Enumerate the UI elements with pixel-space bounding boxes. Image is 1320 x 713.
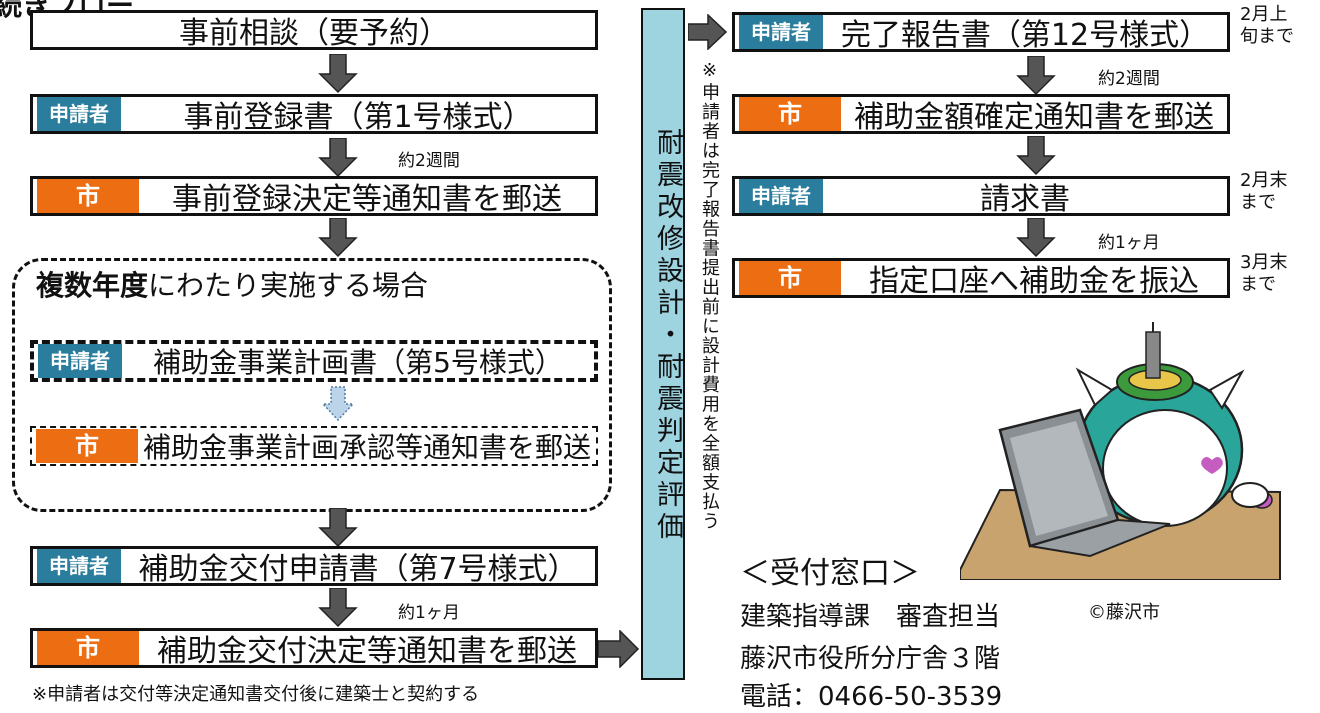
down-arrow-4 bbox=[318, 508, 358, 548]
right-arrow-top bbox=[688, 14, 728, 50]
city-tag: 市 bbox=[36, 429, 138, 463]
amount-notice-box: 市 補助金額確定通知書を郵送 bbox=[732, 94, 1230, 135]
pre-registration-box: 申請者 事前登録書（第1号様式） bbox=[30, 94, 598, 135]
consult-box: 事前相談（要予約） bbox=[30, 10, 598, 51]
plan-approval-box: 市 補助金事業計画承認等通知書を郵送 bbox=[30, 426, 598, 466]
contact-phone: 電話：0466-50-3539 bbox=[740, 682, 1003, 712]
city-tag: 市 bbox=[739, 97, 841, 131]
copyright-credit: ©藤沢市 bbox=[1088, 602, 1160, 623]
completion-report-box: 申請者 完了報告書（第12号様式） bbox=[732, 12, 1230, 53]
completion-report-label: 完了報告書（第12号様式） bbox=[840, 18, 1210, 53]
invoice-label: 請求書 bbox=[980, 182, 1070, 217]
payment-box: 市 指定口座へ補助金を振込 bbox=[732, 258, 1230, 299]
duration-note: 約1ヶ月 bbox=[1098, 233, 1160, 253]
deadline-note: 2月末まで bbox=[1240, 170, 1288, 213]
contact-department: 建築指導課 審査担当 bbox=[740, 602, 1001, 632]
mascot-illustration bbox=[960, 322, 1281, 580]
multi-year-heading: 複数年度にわたり実施する場合 bbox=[36, 264, 428, 304]
registration-notice-label: 事前登録決定等通知書を郵送 bbox=[172, 182, 562, 217]
applicant-tag: 申請者 bbox=[739, 15, 823, 49]
grant-application-box: 申請者 補助金交付申請書（第7号様式） bbox=[30, 546, 598, 587]
grant-application-label: 補助金交付申請書（第7号様式） bbox=[138, 552, 578, 587]
plan-label: 補助金事業計画書（第5号様式） bbox=[153, 346, 563, 379]
grant-decision-label: 補助金交付決定等通知書を郵送 bbox=[157, 634, 577, 669]
multi-year-strong: 複数年度 bbox=[36, 269, 149, 302]
applicant-tag: 申請者 bbox=[37, 97, 121, 131]
deadline-note: 2月上旬まで bbox=[1240, 4, 1294, 47]
design-evaluation-label: 耐震改修設計・耐震判定評価 bbox=[652, 128, 683, 544]
pre-registration-label: 事前登録書（第1号様式） bbox=[183, 100, 533, 135]
dotted-down-arrow bbox=[321, 386, 355, 422]
city-tag: 市 bbox=[739, 261, 841, 295]
down-arrow-r2 bbox=[1016, 136, 1056, 176]
down-arrow-1 bbox=[318, 54, 358, 94]
contract-footnote: ※申請者は交付等決定通知書交付後に建築士と契約する bbox=[32, 684, 480, 705]
applicant-tag: 申請者 bbox=[37, 549, 121, 583]
down-arrow-2 bbox=[318, 138, 358, 178]
applicant-tag: 申請者 bbox=[38, 344, 122, 378]
duration-note: 約1ヶ月 bbox=[398, 603, 460, 623]
down-arrow-5 bbox=[318, 588, 358, 628]
applicant-tag: 申請者 bbox=[739, 179, 823, 213]
down-arrow-3 bbox=[318, 218, 358, 258]
right-arrow-bottom bbox=[598, 630, 640, 668]
multi-year-rest: にわたり実施する場合 bbox=[148, 269, 429, 302]
plan-approval-label: 補助金事業計画承認等通知書を郵送 bbox=[142, 431, 591, 464]
city-tag: 市 bbox=[37, 179, 139, 213]
registration-notice-box: 市 事前登録決定等通知書を郵送 bbox=[30, 176, 598, 217]
down-arrow-r3 bbox=[1016, 218, 1056, 258]
city-tag: 市 bbox=[37, 631, 139, 665]
payment-side-note: ※申請者は完了報告書提出前に設計費用を全額支払う bbox=[699, 60, 720, 531]
multi-year-group bbox=[12, 258, 612, 512]
contact-title: ＜受付窓口＞ bbox=[740, 556, 920, 591]
duration-note: 約2週間 bbox=[1098, 69, 1160, 89]
payment-label: 指定口座へ補助金を振込 bbox=[869, 264, 1199, 299]
plan-box: 申請者 補助金事業計画書（第5号様式） bbox=[30, 340, 598, 382]
design-evaluation-bar bbox=[641, 8, 685, 680]
down-arrow-r1 bbox=[1016, 56, 1056, 96]
invoice-box: 申請者 請求書 bbox=[732, 176, 1230, 217]
duration-note: 約2週間 bbox=[398, 151, 460, 171]
consult-label: 事前相談（要予約） bbox=[179, 16, 449, 51]
amount-notice-label: 補助金額確定通知書を郵送 bbox=[854, 100, 1214, 135]
contact-location: 藤沢市役所分庁舎３階 bbox=[740, 644, 1001, 674]
grant-decision-box: 市 補助金交付決定等通知書を郵送 bbox=[30, 628, 598, 669]
deadline-note: 3月末まで bbox=[1240, 252, 1288, 295]
